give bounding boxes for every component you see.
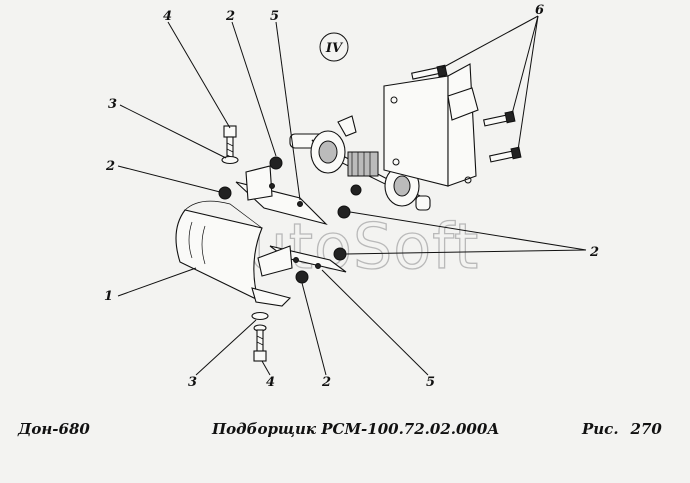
bolt-bottom <box>251 311 269 362</box>
bolt-6-upper <box>411 64 448 80</box>
figure-number: 270 <box>630 420 662 438</box>
callout-3-left: 3 <box>108 97 117 112</box>
callout-2-left: 2 <box>105 159 115 174</box>
callout-2-bottom: 2 <box>321 375 331 390</box>
drawing-title: Подборщик РСМ-100.72.02.000А <box>212 420 500 438</box>
guard-part-1 <box>175 200 292 307</box>
callout-4-bottom: 4 <box>266 375 275 390</box>
bolts-part-6 <box>411 64 522 163</box>
bracket-part-5 <box>235 165 347 277</box>
callout-5-bottom: 5 <box>426 375 435 390</box>
figure-caption: Рис. 270 <box>582 420 662 438</box>
callout-2-top: 2 <box>225 9 235 24</box>
leader-lines <box>117 15 587 376</box>
bolt-top <box>221 125 239 165</box>
callout-1: 1 <box>104 289 113 304</box>
callout-2-right: 2 <box>589 245 599 260</box>
nuts-part-2 <box>218 156 351 284</box>
bolt-6-middle <box>483 110 516 127</box>
coupling <box>347 151 379 196</box>
bolt-6-lower <box>489 146 522 163</box>
callout-6: 6 <box>535 3 544 18</box>
figure-label: Рис. <box>582 420 619 438</box>
machine-model: Дон-680 <box>18 420 90 438</box>
callout-3-bottom: 3 <box>188 375 197 390</box>
mounting-bracket <box>383 63 479 187</box>
view-label-text: IV <box>325 41 344 56</box>
view-label: IV <box>319 32 349 62</box>
callout-5-top: 5 <box>270 9 279 24</box>
callout-labels: 4 2 5 3 2 1 3 4 2 5 2 6 <box>104 3 599 390</box>
callout-4-top: 4 <box>163 9 172 24</box>
